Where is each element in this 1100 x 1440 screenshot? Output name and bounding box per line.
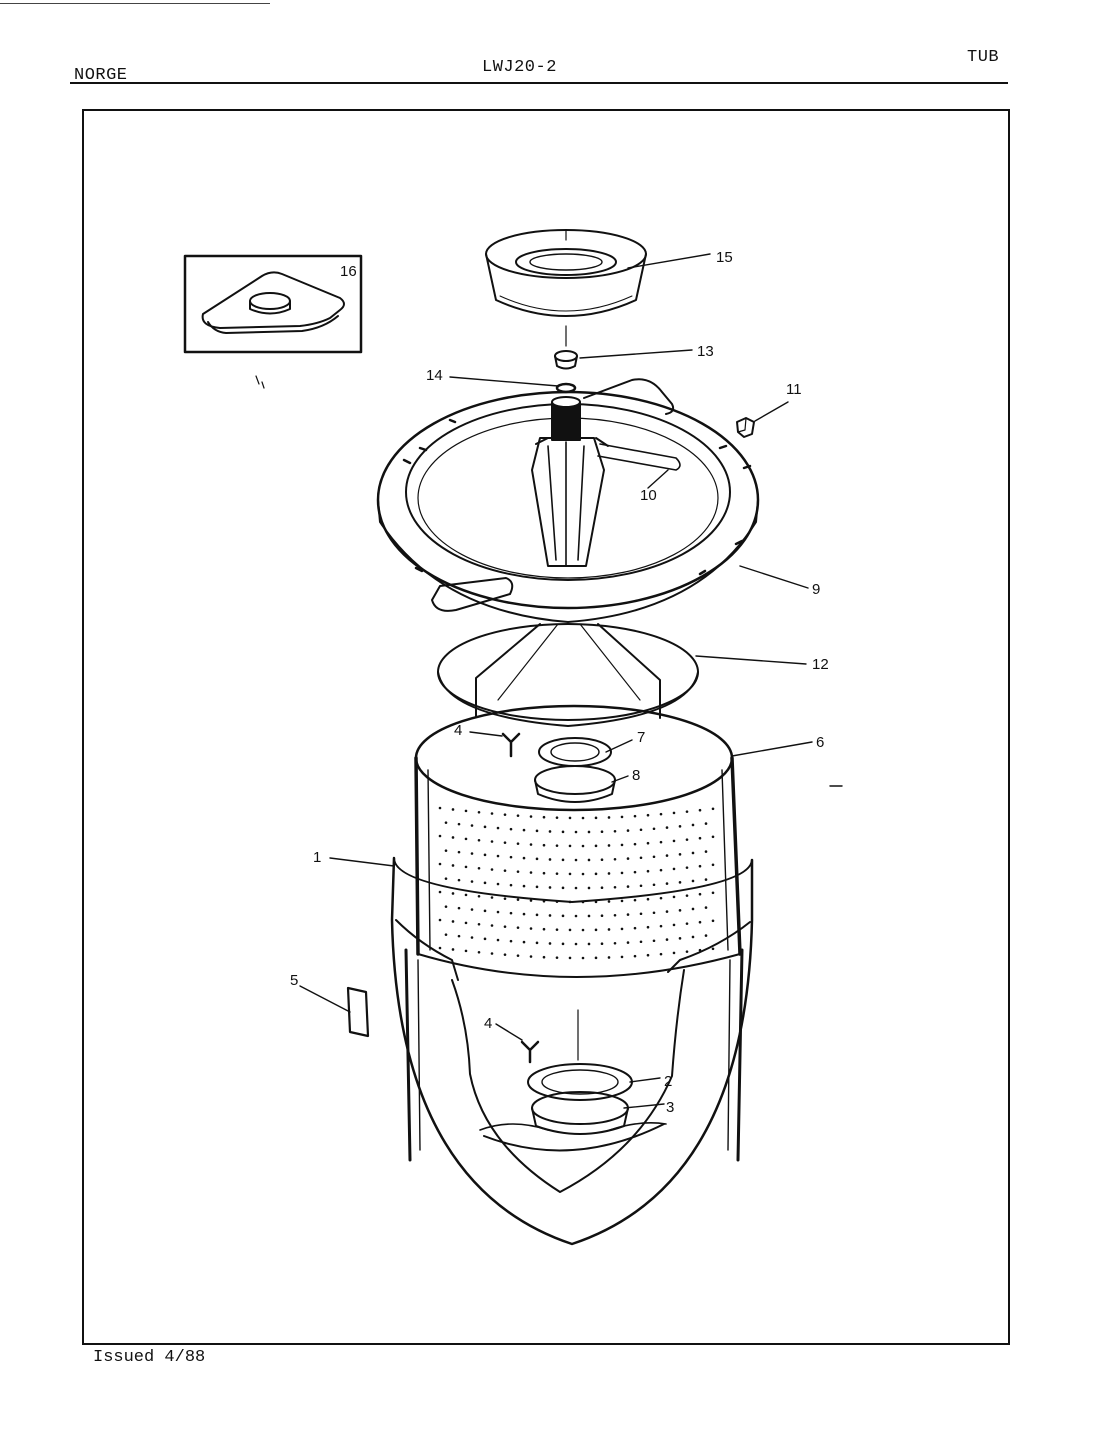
part-5-label bbox=[346, 986, 370, 1038]
callout-3: 3 bbox=[666, 1099, 674, 1116]
callout-14: 14 bbox=[426, 367, 443, 384]
callout-11: 11 bbox=[786, 381, 802, 398]
callout-15: 15 bbox=[716, 249, 733, 266]
part-9-tub-ring bbox=[376, 378, 760, 623]
callout-12: 12 bbox=[812, 656, 829, 673]
part-1-outer-tub bbox=[390, 856, 754, 1246]
part-12-agitator-skirt bbox=[437, 623, 699, 727]
inset-box-part-16 bbox=[183, 254, 363, 389]
model-number: LWJ20-2 bbox=[482, 58, 557, 77]
callout-7: 8 bbox=[632, 767, 640, 784]
callout-2: 2 bbox=[664, 1073, 672, 1090]
callout-16: 16 bbox=[340, 263, 357, 280]
callout-10: 10 bbox=[640, 487, 657, 504]
callout-4-upper: 4 bbox=[454, 722, 462, 739]
part-15-agitator-cap bbox=[485, 229, 647, 347]
callout-labels: 15 13 14 11 10 9 12 6 7 8 4 1 5 4 2 3 16 bbox=[290, 249, 829, 1116]
callout-1: 1 bbox=[313, 849, 321, 866]
callout-4-lower: 4 bbox=[484, 1015, 492, 1032]
leader-lines bbox=[299, 253, 843, 1109]
part-13-cap-nut bbox=[554, 350, 578, 370]
agitator-shaft bbox=[531, 396, 609, 567]
callout-8: 7 bbox=[637, 729, 645, 746]
callout-5: 5 bbox=[290, 972, 298, 989]
part-7-hub bbox=[534, 765, 616, 803]
part-4-bolt-lower bbox=[520, 1040, 540, 1064]
diagram-frame bbox=[82, 109, 1010, 1345]
header-divider bbox=[70, 82, 1008, 84]
part-8-hub-nut bbox=[538, 737, 612, 767]
callout-13: 13 bbox=[697, 343, 714, 360]
part-6-spin-basket bbox=[414, 704, 742, 978]
brand-label: NORGE bbox=[74, 66, 128, 85]
callout-6: 6 bbox=[816, 734, 824, 751]
callout-9: 9 bbox=[812, 581, 820, 598]
part-2-seal bbox=[527, 1063, 633, 1101]
part-3-bearing bbox=[531, 1091, 629, 1135]
scan-edge-line bbox=[0, 3, 270, 4]
section-title: TUB bbox=[967, 48, 1000, 67]
part-11-clip bbox=[736, 417, 755, 438]
part-4-bolt-upper bbox=[501, 732, 521, 758]
issue-date: Issued 4/88 bbox=[93, 1348, 206, 1367]
